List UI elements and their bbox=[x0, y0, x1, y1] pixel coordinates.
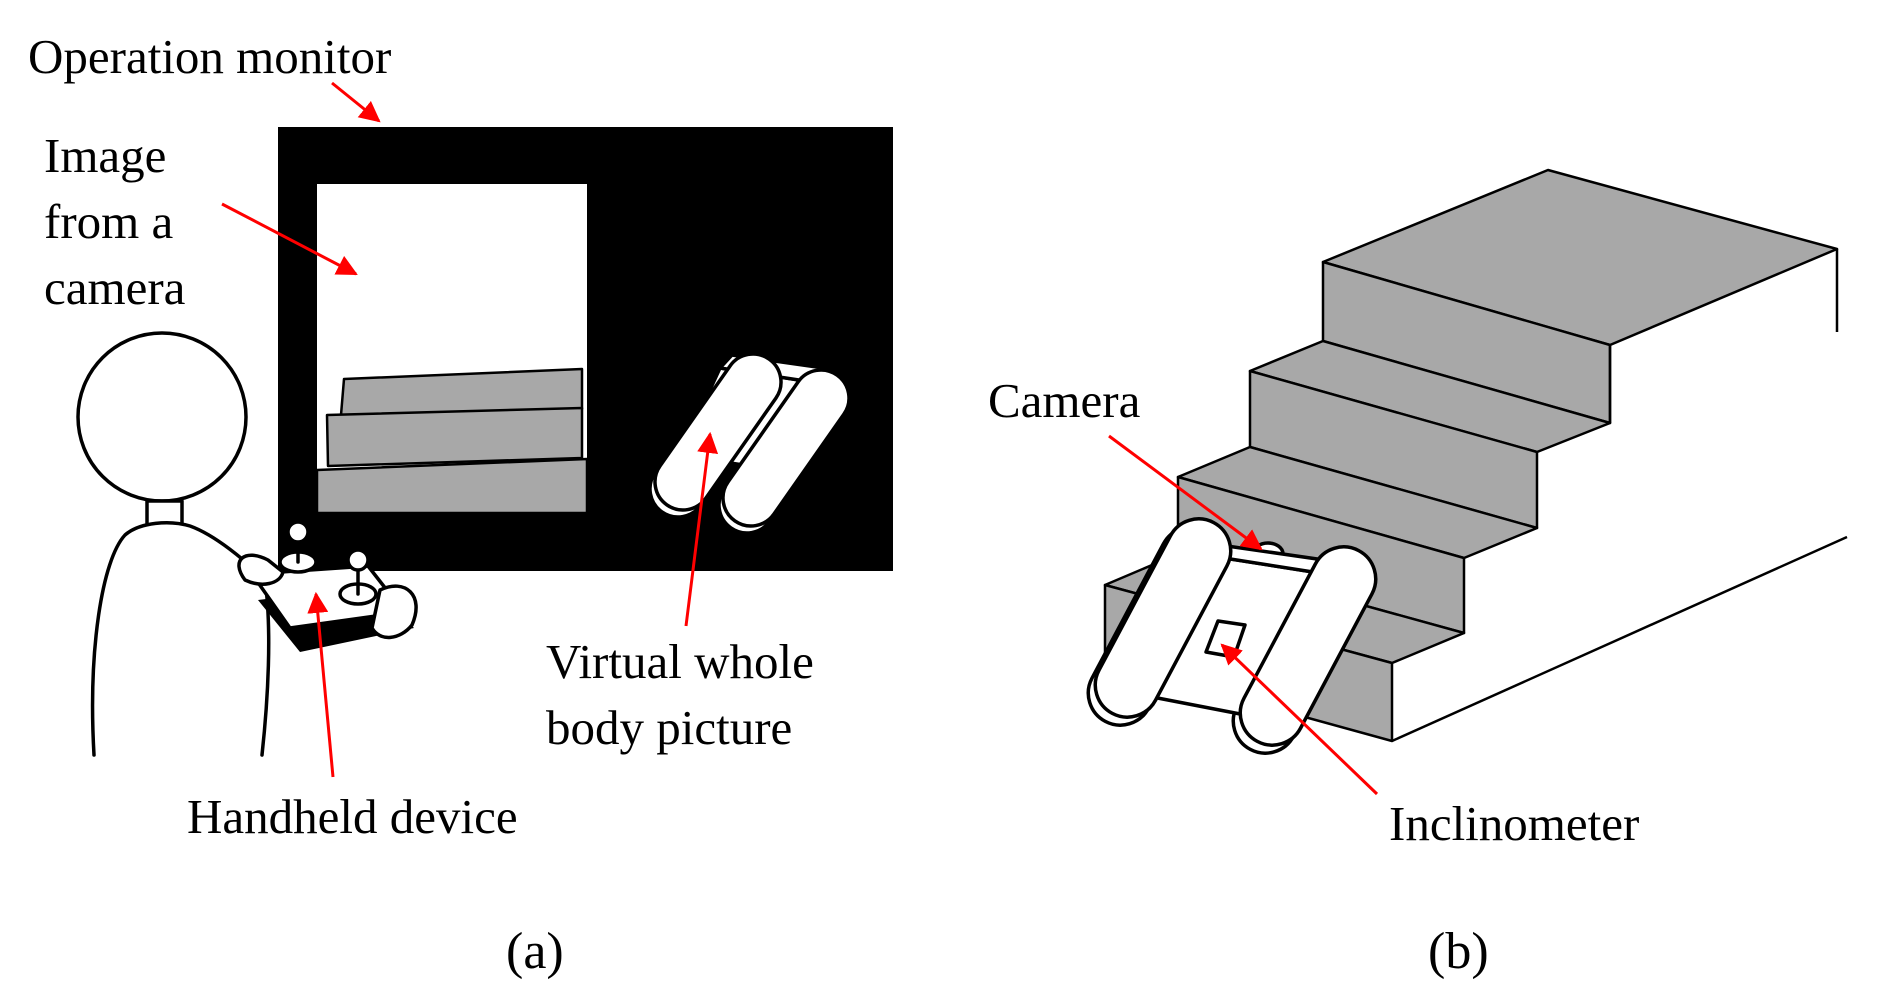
arrow-inclinometer bbox=[1220, 643, 1379, 796]
label-image-line2: from a bbox=[44, 194, 173, 249]
arrow-virtual-picture bbox=[684, 431, 719, 627]
caption-b: (b) bbox=[1428, 923, 1489, 980]
arrow-handheld-device bbox=[307, 591, 335, 778]
staircase bbox=[1103, 168, 1848, 743]
label-camera: Camera bbox=[988, 373, 1141, 428]
label-handheld-device: Handheld device bbox=[187, 789, 518, 844]
camera-image-window bbox=[315, 184, 589, 515]
caption-a: (a) bbox=[506, 923, 564, 980]
operator-figure bbox=[76, 331, 271, 757]
operation-monitor bbox=[278, 127, 893, 571]
panel-a: Operation monitor Image from a camera Vi… bbox=[28, 29, 893, 980]
label-virtual-line2: body picture bbox=[546, 700, 792, 755]
label-virtual-line1: Virtual whole bbox=[546, 634, 814, 689]
label-image-line3: camera bbox=[44, 260, 186, 315]
label-image-line1: Image bbox=[44, 128, 166, 183]
label-inclinometer: Inclinometer bbox=[1389, 796, 1639, 851]
label-operation-monitor: Operation monitor bbox=[28, 29, 391, 84]
arrow-camera-image bbox=[221, 202, 358, 276]
arrow-operation-monitor bbox=[331, 81, 381, 123]
panel-b: Camera Inclinometer (b) bbox=[988, 168, 1848, 980]
arrow-camera bbox=[1108, 434, 1263, 551]
